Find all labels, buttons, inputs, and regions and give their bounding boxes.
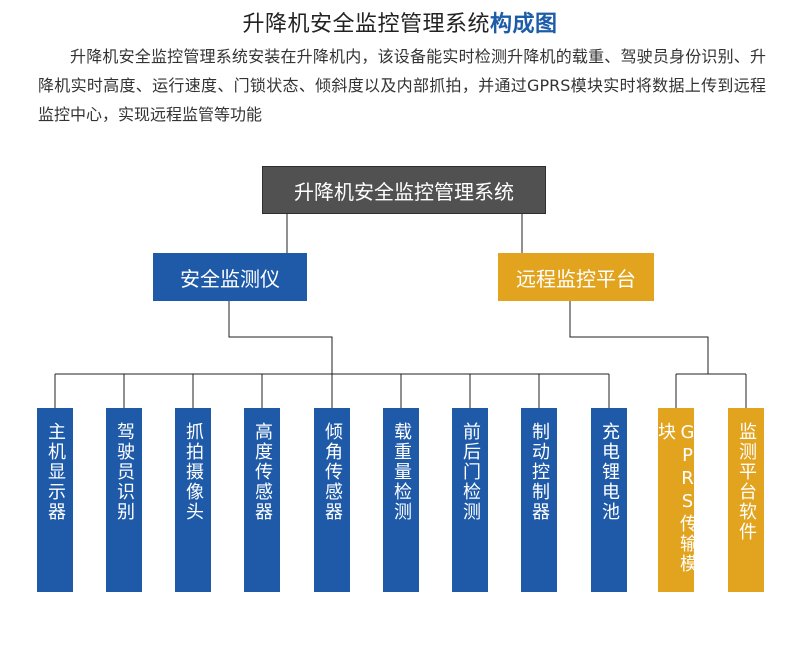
page-title: 升降机安全监控管理系统构成图: [0, 6, 800, 38]
node-remote-platform: 远程监控平台: [498, 253, 654, 301]
leaf-node: GPRS传输模块: [655, 408, 698, 592]
title-highlight: 构成图: [490, 12, 558, 37]
title-main: 升降机安全监控管理系统: [242, 12, 490, 37]
leaf-node: 驾驶员识别: [106, 408, 142, 592]
connector-right-branch: [569, 301, 709, 374]
leaf-node: 高度传感器: [244, 408, 280, 592]
leaf-node: 主机显示器: [37, 408, 73, 592]
leaf-node: 抓拍摄像头: [175, 408, 211, 592]
leaf-node: 前后门检测: [452, 408, 488, 592]
leaf-node: 倾角传感器: [314, 408, 350, 592]
connector-left-branch: [228, 301, 333, 374]
leaf-node: 监测平台软件: [728, 408, 764, 592]
leaf-node: 载重量检测: [383, 408, 419, 592]
root-node: 升降机安全监控管理系统: [262, 166, 546, 214]
description-paragraph: 升降机安全监控管理系统安装在升降机内，该设备能实时检测升降机的载重、驾驶员身份识…: [38, 47, 766, 124]
leaf-node: 制动控制器: [521, 408, 557, 592]
node-safety-monitor: 安全监测仪: [153, 253, 307, 301]
leaf-node: 充电锂电池: [591, 408, 627, 592]
